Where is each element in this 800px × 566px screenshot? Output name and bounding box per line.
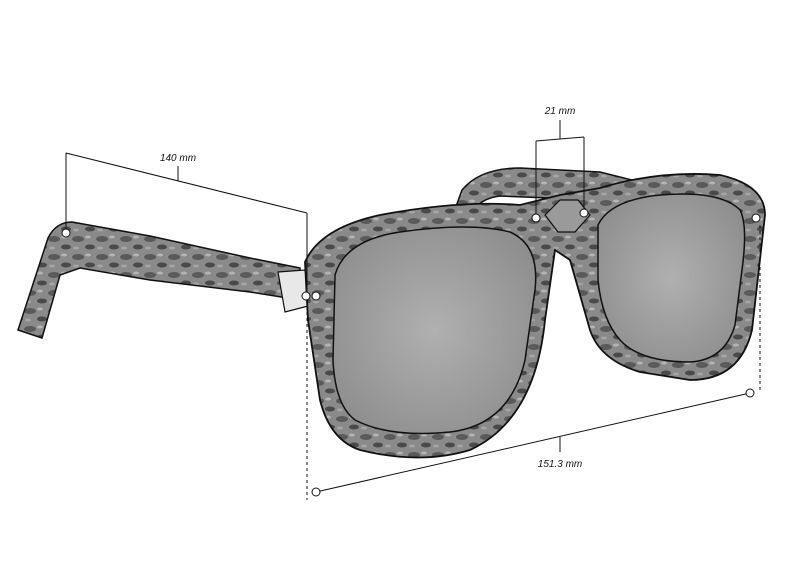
near-temple-arm [17, 221, 301, 339]
rivet [301, 291, 311, 301]
rivet [751, 213, 761, 223]
temple-length-label: 140 mm [160, 153, 196, 164]
frame-width-label: 151.3 mm [538, 459, 582, 470]
bridge [544, 199, 591, 233]
frame-width-dimension [306, 225, 761, 500]
rivet [311, 291, 321, 301]
temple-length-dimension [61, 152, 308, 290]
left-lens [332, 226, 537, 435]
right-lens [597, 193, 746, 363]
bridge-width-dimension [531, 120, 589, 223]
bridge-width-label: 21 mm [544, 106, 576, 117]
